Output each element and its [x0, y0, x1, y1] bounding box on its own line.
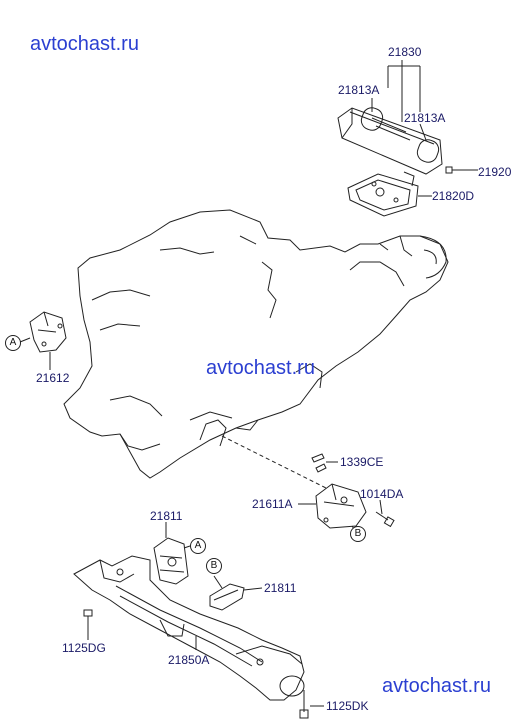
leader-21811-right	[243, 587, 263, 591]
plate-21820d-drawing	[347, 171, 432, 217]
label-21920: 21920	[478, 165, 512, 179]
label-1339ce: 1339CE	[340, 455, 384, 469]
ref-circle-b-low: B	[206, 558, 222, 574]
label-21850a: 21850A	[168, 653, 210, 667]
label-21813a-left: 21813A	[338, 83, 380, 97]
leader-1014da	[379, 499, 383, 515]
label-21611a: 21611A	[252, 497, 293, 511]
watermark-bottom: avtochast.ru	[382, 675, 491, 697]
mount-21811-b-drawing	[209, 583, 245, 611]
bracket-21611a-drawing	[315, 483, 367, 529]
mount-21811-a-drawing	[153, 537, 189, 585]
label-21830: 21830	[388, 45, 422, 59]
label-1014da: 1014DA	[360, 487, 404, 501]
bolt-1125dk-drawing	[299, 690, 309, 719]
label-21811-right: 21811	[264, 581, 297, 595]
bracket-21612-drawing	[29, 311, 67, 353]
label-1125dk: 1125DK	[326, 699, 369, 713]
bolt-1125dg-drawing	[83, 609, 93, 632]
bolt-1014da-drawing	[375, 511, 395, 528]
label-21820d: 21820D	[432, 189, 475, 203]
leader-dashed-21611a	[221, 435, 327, 489]
leader-a-mid	[183, 545, 191, 549]
leader-b-low	[213, 575, 223, 589]
watermark-middle: avtochast.ru	[206, 357, 315, 379]
crossmember-21850a-drawing	[73, 555, 305, 701]
label-21612: 21612	[36, 371, 70, 385]
crossmember-21830-drawing	[337, 107, 443, 175]
bolt-21920-drawing	[445, 166, 478, 174]
label-21811-top: 21811	[150, 509, 183, 523]
leader-21813a-right	[419, 123, 427, 141]
label-1125dg: 1125DG	[62, 641, 106, 655]
label-21813a-right: 21813A	[404, 111, 446, 125]
engine-transmission-outline	[63, 209, 449, 479]
ref-circle-a-left: A	[5, 335, 21, 351]
ref-circle-b-mid: B	[350, 526, 366, 542]
ref-circle-a-mid: A	[190, 538, 206, 554]
clip-1339ce-drawing	[311, 453, 327, 473]
leader-21830	[387, 60, 421, 122]
watermark-top: avtochast.ru	[30, 33, 139, 55]
leader-a-left	[19, 337, 31, 343]
